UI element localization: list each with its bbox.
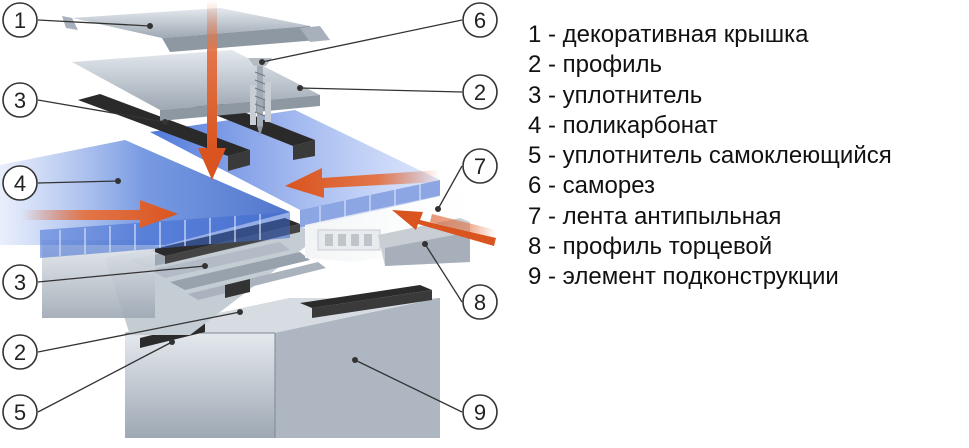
callout-circle — [2, 165, 38, 201]
callout-marker: 7 — [462, 148, 498, 184]
callout-number: 6 — [474, 8, 486, 33]
callout-number: 2 — [474, 80, 486, 105]
callout-number: 3 — [14, 88, 26, 113]
callout-marker: 2 — [462, 74, 498, 110]
callout-marker: 9 — [462, 394, 498, 430]
legend-item: 1 - декоративная крышка — [528, 21, 809, 48]
callout-number: 1 — [14, 8, 26, 33]
callout-marker: 3 — [2, 264, 38, 300]
legend-list: 1 - декоративная крышка 2 - профиль 3 - … — [528, 20, 892, 293]
callout-number: 3 — [14, 270, 26, 295]
callout-marker: 2 — [2, 334, 38, 370]
callout-marker: 1 — [2, 2, 38, 38]
callout-circle — [462, 394, 498, 430]
callout-circle — [2, 394, 38, 430]
callout-circle — [2, 2, 38, 38]
arrow-down-icon — [198, 0, 226, 180]
arrow-diagonal-icon — [392, 210, 496, 246]
callout-number: 9 — [474, 400, 486, 425]
callout-marker: 6 — [462, 2, 498, 38]
legend-item: 6 - саморез — [528, 172, 656, 200]
legend-item: 3 - уплотнитель — [528, 81, 703, 109]
legend-item: 5 - уплотнитель самоклеющийся — [528, 142, 892, 170]
callout-marker: 4 — [2, 165, 38, 201]
callout-number: 4 — [14, 171, 26, 196]
lower-left-bracket-part — [42, 240, 155, 318]
leader-dots — [115, 23, 441, 363]
callout-number: 8 — [474, 290, 486, 315]
leader-lines — [37, 19, 463, 413]
callout-marker: 5 — [2, 394, 38, 430]
legend-item: 4 - поликарбонат — [528, 111, 718, 139]
callout-number: 2 — [14, 340, 26, 365]
callout-number: 7 — [474, 154, 486, 179]
callout-circle — [462, 74, 498, 110]
callout-circle — [2, 82, 38, 118]
legend-item: 8 - профиль торцевой — [528, 233, 773, 261]
callout-number: 5 — [14, 400, 26, 425]
callout-circle — [2, 264, 38, 300]
callout-circle — [2, 334, 38, 370]
legend-item: 7 - лента антипыльная — [528, 202, 782, 230]
legend-item: 9 - элемент подконструкции — [528, 263, 839, 291]
callout-marker: 8 — [462, 284, 498, 320]
callout-marker: 3 — [2, 82, 38, 118]
arrow-right-icon — [22, 200, 178, 228]
legend-item: 2 - профиль — [528, 51, 663, 79]
callout-circle — [462, 284, 498, 320]
arrow-left-icon — [285, 168, 440, 198]
decorative-cap-part — [62, 8, 330, 52]
callout-circle — [462, 2, 498, 38]
callout-markers: 1 3 4 3 2 5 6 2 7 8 9 — [2, 2, 498, 430]
callout-circle — [462, 148, 498, 184]
